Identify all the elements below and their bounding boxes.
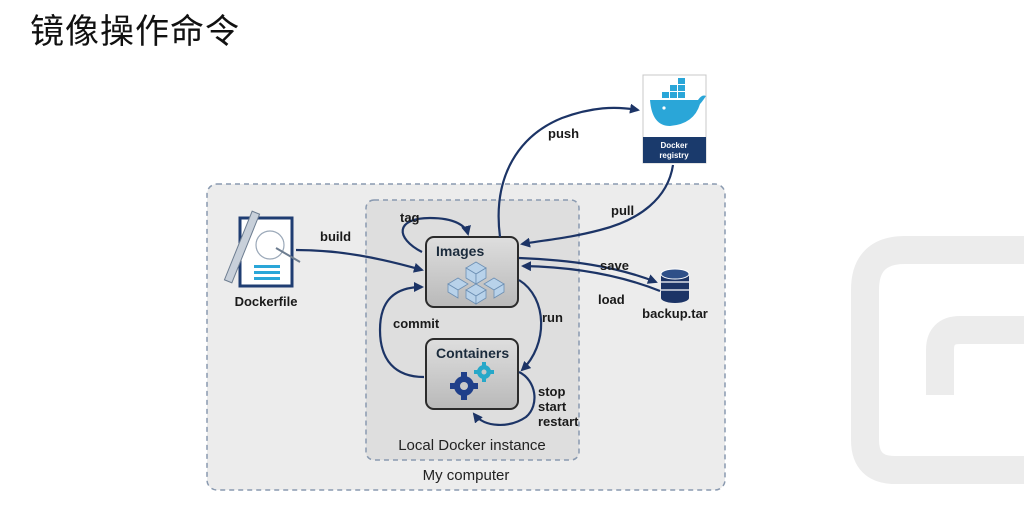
build-arrow	[295, 248, 424, 273]
restart-label: restart	[538, 414, 579, 429]
my-computer-label: My computer	[423, 467, 510, 484]
load-arrow	[521, 261, 661, 293]
load-label: load	[598, 292, 625, 307]
commit-label: commit	[393, 316, 440, 331]
dockerfile-icon	[223, 210, 301, 288]
page-title: 镜像操作命令	[30, 12, 240, 52]
pull-label: pull	[611, 203, 634, 218]
containers-node-label: Containers	[436, 345, 509, 361]
registry-label-line1: Docker	[660, 141, 687, 150]
watermark-logo	[851, 236, 1024, 484]
pull-arrow	[520, 164, 675, 248]
run-arrow	[518, 279, 543, 372]
tag-label: tag	[400, 210, 420, 225]
backup-database-icon	[660, 268, 690, 303]
save-arrow	[518, 256, 658, 284]
start-label: start	[538, 399, 567, 414]
lifecycle-arrow	[472, 371, 536, 426]
docker-registry-icon: Docker registry	[642, 74, 707, 164]
gears-icon	[450, 362, 494, 400]
build-label: build	[320, 229, 351, 244]
whale-icon	[650, 78, 706, 126]
stop-label: stop	[538, 384, 566, 399]
images-node: Images	[425, 236, 519, 308]
tag-arrow	[401, 216, 471, 253]
push-arrow	[497, 103, 640, 238]
save-label: save	[600, 258, 629, 273]
image-layers-icon	[447, 261, 505, 305]
images-node-label: Images	[436, 243, 484, 259]
local-docker-instance-label: Local Docker instance	[398, 437, 546, 454]
commit-arrow	[378, 282, 425, 379]
backup-tar-label: backup.tar	[642, 306, 708, 321]
push-label: push	[548, 126, 579, 141]
run-label: run	[542, 310, 563, 325]
containers-node: Containers	[425, 338, 519, 410]
dockerfile-label: Dockerfile	[235, 294, 298, 309]
registry-label-line2: registry	[659, 151, 689, 160]
